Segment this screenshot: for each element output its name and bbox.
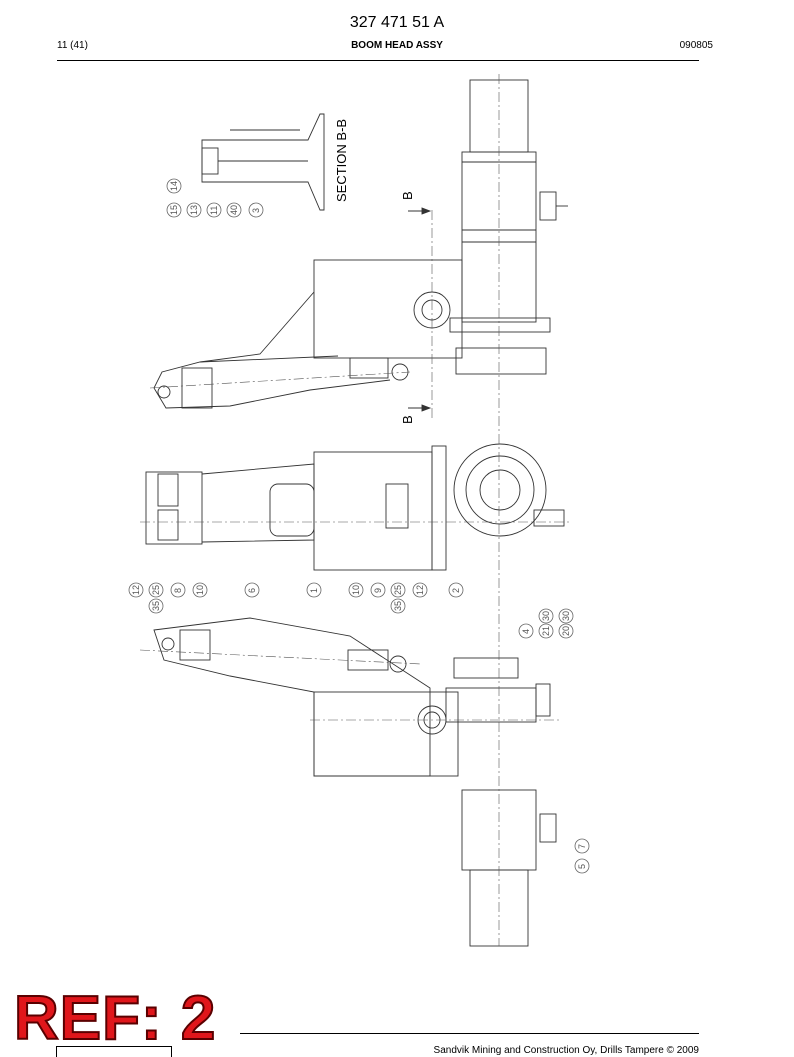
callout: 13 xyxy=(189,205,199,215)
page-number: 11 (41) xyxy=(57,40,88,51)
section-label: SECTION B-B xyxy=(334,119,349,202)
callout: 30 xyxy=(561,611,571,621)
callout: 7 xyxy=(577,844,587,849)
callout: 14 xyxy=(169,181,179,191)
callout: 9 xyxy=(373,588,383,593)
callout: 10 xyxy=(195,585,205,595)
callout: 21 xyxy=(541,626,551,636)
page-title: BOOM HEAD ASSY xyxy=(351,40,443,51)
revision-date: 090805 xyxy=(679,40,713,51)
callout: 12 xyxy=(131,585,141,595)
callout: 25 xyxy=(393,585,403,595)
technical-drawing: B B SECTION B-B 14 15 13 11 40 3 12 25 3… xyxy=(128,74,590,947)
callout: 10 xyxy=(351,585,361,595)
logo-box xyxy=(56,1046,172,1057)
callout: 40 xyxy=(229,205,239,215)
callout: 35 xyxy=(151,601,161,611)
copyright-footer: Sandvik Mining and Construction Oy, Dril… xyxy=(433,1045,699,1056)
callout: 8 xyxy=(173,588,183,593)
callout: 30 xyxy=(541,611,551,621)
callout: 5 xyxy=(577,864,587,869)
callout: 35 xyxy=(393,601,403,611)
callout: 1 xyxy=(309,588,319,593)
callout: 12 xyxy=(415,585,425,595)
callout: 6 xyxy=(247,588,257,593)
callout: 20 xyxy=(561,626,571,636)
callout: 25 xyxy=(151,585,161,595)
callout: 2 xyxy=(451,588,461,593)
callout: 3 xyxy=(251,208,261,213)
section-marker-top: B xyxy=(400,191,415,200)
callout: 11 xyxy=(209,206,219,215)
header-rule xyxy=(57,60,699,61)
doc-number: 327 471 51 A xyxy=(349,14,445,31)
callout: 15 xyxy=(169,205,179,215)
callout: 4 xyxy=(521,629,531,634)
section-marker-bottom: B xyxy=(400,415,415,424)
ref-stamp: REF: 2 xyxy=(13,984,217,1053)
footer-rule xyxy=(240,1033,699,1034)
